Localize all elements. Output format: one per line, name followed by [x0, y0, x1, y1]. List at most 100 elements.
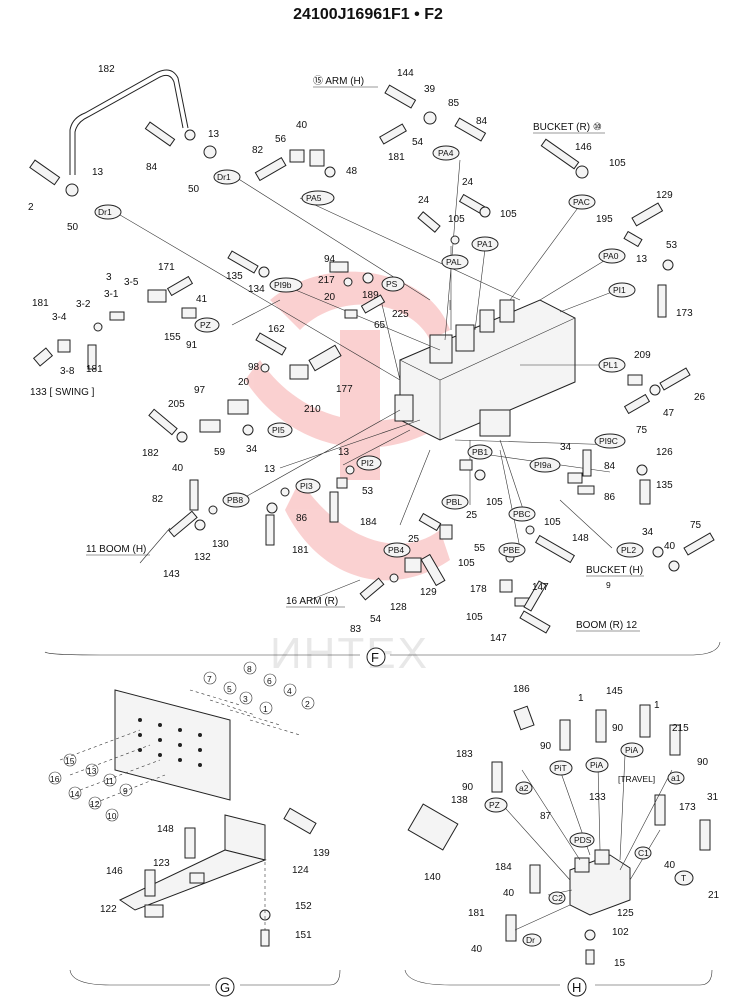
svg-text:a2: a2	[519, 783, 529, 793]
svg-text:PB4: PB4	[388, 545, 404, 555]
svg-text:40: 40	[296, 120, 308, 131]
svg-text:39: 39	[424, 84, 436, 95]
svg-text:Dr: Dr	[526, 935, 535, 945]
annotations-f: ⑮ ARM (H) BUCKET (R) ⑩ 11 BOOM (H) 16 AR…	[30, 75, 644, 632]
svg-text:50: 50	[188, 184, 200, 195]
svg-text:134: 134	[248, 284, 265, 295]
svg-text:C2: C2	[552, 893, 563, 903]
port-labels-h: PZ PiT PiA PiA a2 a1 PDS C1 C2 T Dr [TRA…	[484, 742, 694, 947]
svg-text:BUCKET (R) ⑩: BUCKET (R) ⑩	[533, 122, 602, 133]
svg-text:BUCKET (H): BUCKET (H)	[586, 565, 643, 576]
svg-text:PL2: PL2	[621, 545, 636, 555]
svg-text:PI1: PI1	[613, 285, 626, 295]
svg-text:105: 105	[458, 558, 475, 569]
svg-text:PiT: PiT	[554, 763, 567, 773]
svg-text:186: 186	[513, 684, 530, 695]
svg-text:2: 2	[28, 202, 34, 213]
svg-text:181: 181	[388, 152, 405, 163]
svg-text:a1: a1	[671, 773, 681, 783]
svg-text:21: 21	[708, 890, 720, 901]
svg-text:1: 1	[578, 693, 584, 704]
svg-text:86: 86	[604, 492, 616, 503]
svg-text:15: 15	[65, 756, 75, 766]
svg-text:148: 148	[157, 824, 174, 835]
svg-text:217: 217	[318, 275, 335, 286]
svg-text:75: 75	[690, 520, 702, 531]
svg-text:152: 152	[295, 901, 312, 912]
svg-text:PBL: PBL	[446, 497, 462, 507]
svg-text:PA5: PA5	[306, 193, 322, 203]
svg-text:PB1: PB1	[472, 447, 488, 457]
svg-text:147: 147	[532, 582, 549, 593]
svg-text:13: 13	[264, 464, 276, 475]
svg-text:BOOM (R) 12: BOOM (R) 12	[576, 620, 638, 631]
svg-text:146: 146	[106, 866, 123, 877]
svg-text:16: 16	[50, 774, 60, 784]
section-h-valve	[407, 704, 711, 965]
svg-text:7: 7	[207, 674, 212, 684]
svg-text:84: 84	[146, 162, 158, 173]
svg-text:⑮ ARM (H): ⑮ ARM (H)	[313, 75, 364, 87]
svg-text:215: 215	[672, 723, 689, 734]
svg-text:24: 24	[462, 177, 474, 188]
svg-text:16 ARM (R): 16 ARM (R)	[286, 596, 338, 607]
svg-text:40: 40	[471, 944, 483, 955]
svg-text:50: 50	[67, 222, 79, 233]
svg-text:PZ: PZ	[200, 320, 211, 330]
svg-text:PZ: PZ	[489, 800, 500, 810]
section-g-label: G	[220, 980, 230, 995]
svg-text:PBC: PBC	[513, 509, 530, 519]
svg-text:98: 98	[248, 362, 260, 373]
svg-text:138: 138	[451, 795, 468, 806]
svg-text:140: 140	[424, 872, 441, 883]
svg-text:82: 82	[152, 494, 164, 505]
svg-text:13: 13	[636, 254, 648, 265]
svg-text:144: 144	[397, 68, 414, 79]
svg-text:54: 54	[412, 137, 424, 148]
svg-text:184: 184	[360, 517, 377, 528]
svg-text:124: 124	[292, 865, 309, 876]
svg-text:83: 83	[350, 624, 362, 635]
svg-text:4: 4	[287, 686, 292, 696]
svg-text:182: 182	[142, 448, 159, 459]
svg-text:13: 13	[87, 766, 97, 776]
svg-text:133 [ SWING ]: 133 [ SWING ]	[30, 387, 95, 398]
svg-text:PI9C: PI9C	[599, 436, 618, 446]
svg-text:105: 105	[448, 214, 465, 225]
svg-text:183: 183	[456, 749, 473, 760]
svg-text:25: 25	[466, 510, 478, 521]
svg-text:25: 25	[408, 534, 420, 545]
svg-text:PiA: PiA	[590, 760, 604, 770]
svg-text:48: 48	[346, 166, 358, 177]
svg-text:129: 129	[656, 190, 673, 201]
svg-text:PI5: PI5	[272, 425, 285, 435]
svg-text:65: 65	[374, 320, 386, 331]
svg-text:40: 40	[172, 463, 184, 474]
svg-text:T: T	[681, 873, 686, 883]
svg-text:PDS: PDS	[574, 835, 592, 845]
svg-text:3-2: 3-2	[76, 299, 91, 310]
part-numbers-f: 182 2 50 13 84 50 13 82 56 40 48 144 39 …	[28, 64, 706, 644]
svg-text:84: 84	[476, 116, 488, 127]
svg-text:40: 40	[664, 541, 676, 552]
svg-text:40: 40	[664, 860, 676, 871]
svg-text:181: 181	[86, 364, 103, 375]
svg-text:53: 53	[666, 240, 678, 251]
svg-text:8: 8	[247, 664, 252, 674]
svg-text:9: 9	[123, 786, 128, 796]
svg-text:PB8: PB8	[227, 495, 243, 505]
watermark-logo	[245, 271, 450, 581]
svg-text:90: 90	[697, 757, 709, 768]
svg-text:PI2: PI2	[361, 458, 374, 468]
svg-text:PAL: PAL	[446, 257, 462, 267]
svg-text:91: 91	[186, 340, 198, 351]
svg-text:26: 26	[694, 392, 706, 403]
svg-text:54: 54	[370, 614, 382, 625]
pipe-182	[69, 69, 189, 175]
section-g-plate	[59, 689, 317, 947]
svg-text:34: 34	[560, 442, 572, 453]
watermark-text: ИНТЕХ	[270, 629, 429, 678]
svg-text:105: 105	[500, 209, 517, 220]
svg-text:184: 184	[495, 862, 512, 873]
